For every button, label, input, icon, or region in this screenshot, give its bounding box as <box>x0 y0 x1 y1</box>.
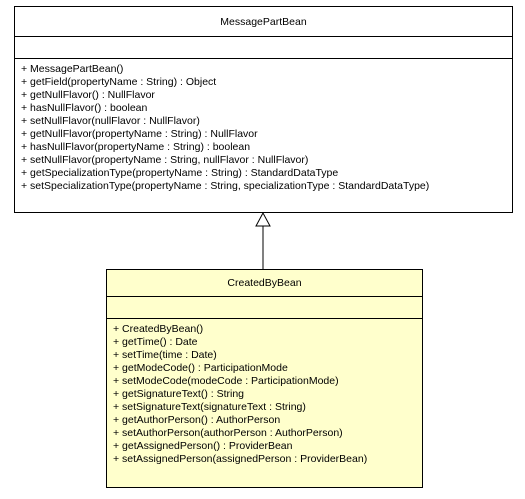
class-box-messagepartbean[interactable]: MessagePartBean + MessagePartBean() + ge… <box>14 6 513 213</box>
generalization-arrowhead <box>255 211 271 227</box>
operation: + setTime(time : Date) <box>113 349 217 361</box>
operation: + MessagePartBean() <box>21 63 124 75</box>
operations-compartment: + MessagePartBean() + getField(propertyN… <box>15 59 512 193</box>
operation: + CreatedByBean() <box>113 323 204 335</box>
operation: + getAssignedPerson() : ProviderBean <box>113 440 293 452</box>
operations-compartment: + CreatedByBean() + getTime() : Date + s… <box>107 319 422 466</box>
operation: + getNullFlavor() : NullFlavor <box>21 89 155 101</box>
operation: + getSpecializationType(propertyName : S… <box>21 167 339 179</box>
attributes-compartment <box>107 297 422 319</box>
operation: + setNullFlavor(nullFlavor : NullFlavor) <box>21 115 200 127</box>
operation: + setNullFlavor(propertyName : String, n… <box>21 154 309 166</box>
operation: + getTime() : Date <box>113 336 198 348</box>
operation: + getField(propertyName : String) : Obje… <box>21 76 217 88</box>
operation: + hasNullFlavor() : boolean <box>21 102 148 114</box>
operation: + setSpecializationType(propertyName : S… <box>21 180 430 192</box>
operation: + setModeCode(modeCode : ParticipationMo… <box>113 375 339 387</box>
operation: + getAuthorPerson() : AuthorPerson <box>113 414 281 426</box>
attributes-compartment <box>15 37 512 59</box>
class-name: MessagePartBean <box>15 7 512 37</box>
operation: + setSignatureText(signatureText : Strin… <box>113 401 306 413</box>
operation: + getModeCode() : ParticipationMode <box>113 362 288 374</box>
class-box-createdbybean[interactable]: CreatedByBean + CreatedByBean() + getTim… <box>106 269 423 488</box>
class-name: CreatedByBean <box>107 270 422 297</box>
operation: + getNullFlavor(propertyName : String) :… <box>21 128 258 140</box>
operation: + setAuthorPerson(authorPerson : AuthorP… <box>113 427 343 439</box>
operation: + setAssignedPerson(assignedPerson : Pro… <box>113 453 368 465</box>
operation: + hasNullFlavor(propertyName : String) :… <box>21 141 251 153</box>
operation: + getSignatureText() : String <box>113 388 245 400</box>
